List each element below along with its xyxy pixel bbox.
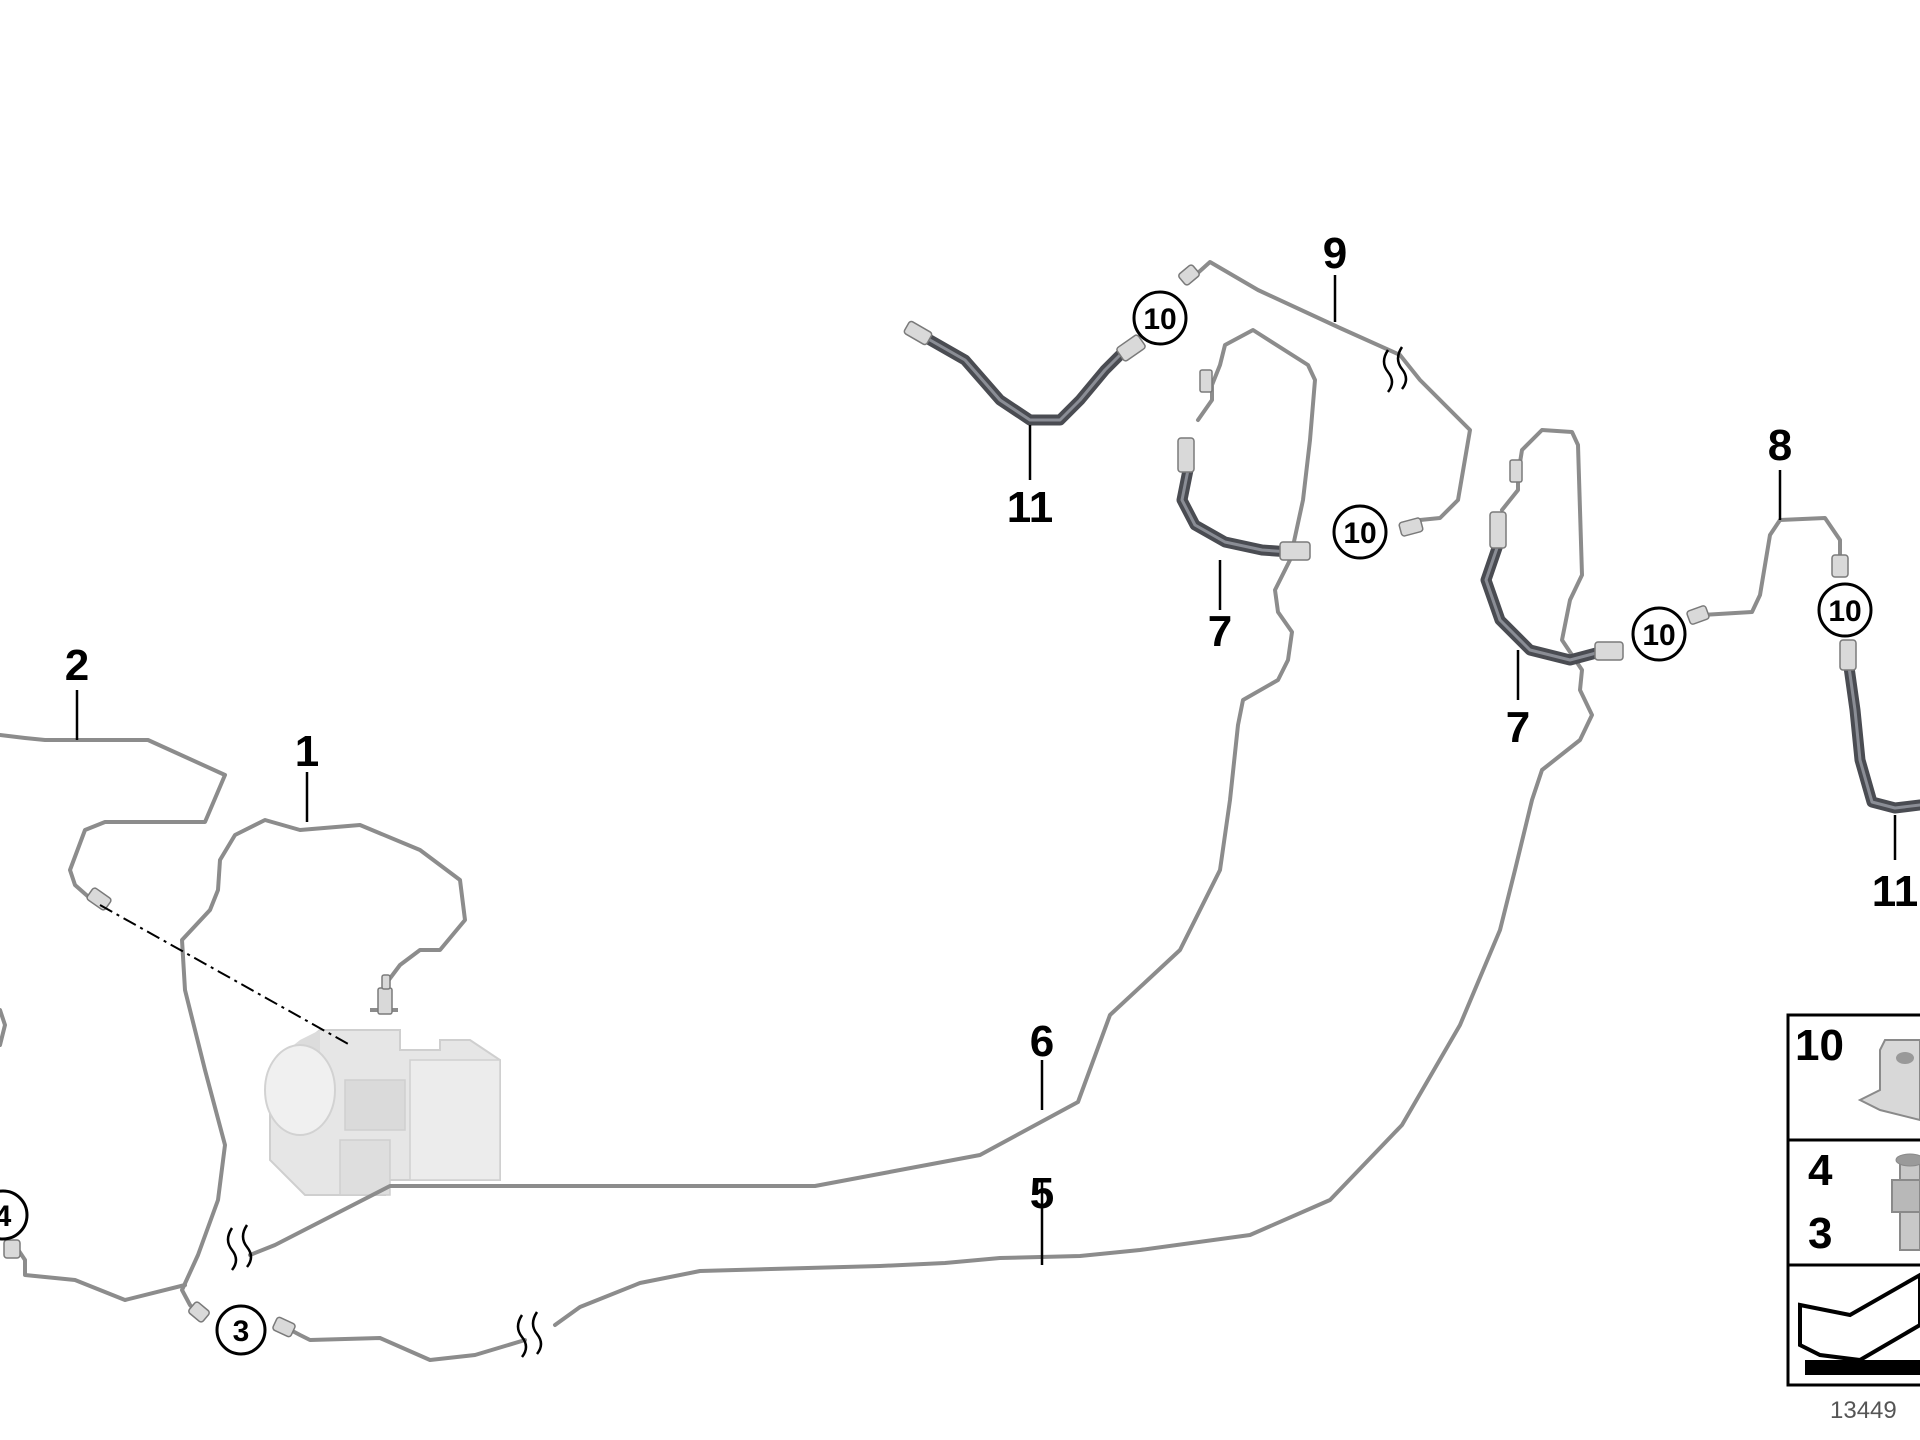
sleeve-nut-icon [1891, 1153, 1920, 1251]
brake-hose-7-left [1176, 464, 1296, 558]
brake-pipe-1 [180, 818, 467, 1318]
diagram-reference-number: 13449 [1830, 1397, 1897, 1424]
circled-callout-3: 3 [233, 1315, 250, 1348]
pipe-fittings [3, 264, 1857, 1338]
parts-legend: 10 4 3 [1786, 1013, 1920, 1387]
callout-1: 1 [295, 727, 319, 776]
brake-pipe-lower-3 [283, 1325, 527, 1362]
brake-pipes [0, 260, 1842, 1362]
connection-indicator-line [99, 904, 351, 1046]
brake-pipe-5 [553, 428, 1594, 1327]
callout-5: 5 [1030, 1169, 1054, 1218]
circled-callout-10-d: 10 [1828, 595, 1861, 628]
brake-pipe-left-lower [13, 1243, 187, 1302]
circled-callout-10-c: 10 [1642, 619, 1675, 652]
circled-callout-10-b: 10 [1343, 517, 1376, 550]
flexible-hoses [924, 334, 1920, 814]
callout-labels: 1 2 5 6 7 7 8 9 11 11 [65, 229, 1919, 1218]
circled-callout-10-a: 10 [1143, 303, 1176, 336]
leader-lines [75, 275, 1897, 1265]
brake-pipe-9 [1188, 260, 1472, 532]
abs-hydraulic-unit [264, 1029, 501, 1196]
legend-item-3-number: 3 [1808, 1209, 1832, 1258]
callout-7-right: 7 [1506, 703, 1530, 752]
circled-callouts: 3 4 10 10 10 10 [0, 290, 1873, 1356]
callout-6: 6 [1030, 1017, 1054, 1066]
brake-pipe-8 [1700, 516, 1842, 617]
brake-pipe-6 [248, 328, 1317, 1257]
brake-pipe-2 [0, 733, 227, 902]
callout-11-upper: 11 [1007, 483, 1054, 532]
callout-2: 2 [65, 641, 89, 690]
legend-item-4-number: 4 [1808, 1146, 1833, 1195]
clip-icon [1857, 1039, 1920, 1122]
callout-7-left: 7 [1208, 607, 1232, 656]
direction-arrow-icon [1798, 1272, 1920, 1375]
pipe-break-symbols [226, 346, 1408, 1358]
circled-callout-4: 4 [0, 1200, 12, 1233]
callout-11-right: 11 [1872, 867, 1919, 916]
callout-9: 9 [1323, 229, 1347, 278]
callout-8: 8 [1768, 421, 1792, 470]
legend-item-10-number: 10 [1795, 1021, 1844, 1070]
